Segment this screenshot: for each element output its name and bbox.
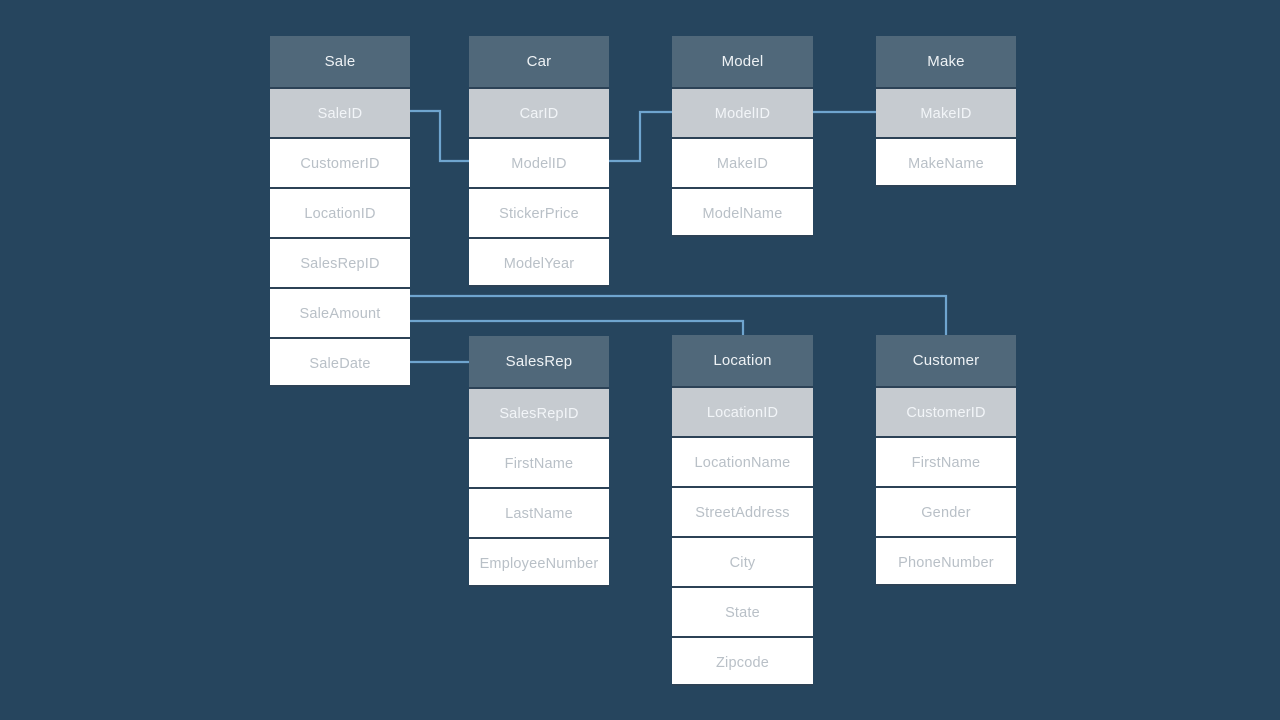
field-location-streetaddress[interactable]: StreetAddress [672, 486, 813, 536]
field-model-modelname[interactable]: ModelName [672, 187, 813, 237]
field-sale-saledate[interactable]: SaleDate [270, 337, 410, 387]
entity-title-car: Car [469, 36, 609, 87]
entity-title-sale: Sale [270, 36, 410, 87]
field-salesrep-lastname[interactable]: LastName [469, 487, 609, 537]
field-car-modelid[interactable]: ModelID [469, 137, 609, 187]
entity-title-customer: Customer [876, 335, 1016, 386]
field-customer-gender[interactable]: Gender [876, 486, 1016, 536]
field-sale-saleamount[interactable]: SaleAmount [270, 287, 410, 337]
field-sale-salesrepid[interactable]: SalesRepID [270, 237, 410, 287]
entity-title-salesrep: SalesRep [469, 336, 609, 387]
field-customer-phonenumber[interactable]: PhoneNumber [876, 536, 1016, 586]
field-car-modelyear[interactable]: ModelYear [469, 237, 609, 287]
entity-title-location: Location [672, 335, 813, 386]
connector-model-to-car [607, 110, 674, 163]
field-model-modelid[interactable]: ModelID [672, 87, 813, 137]
field-salesrep-salesrepid[interactable]: SalesRepID [469, 387, 609, 437]
field-salesrep-employeenumber[interactable]: EmployeeNumber [469, 537, 609, 587]
field-customer-firstname[interactable]: FirstName [876, 436, 1016, 486]
field-customer-customerid[interactable]: CustomerID [876, 386, 1016, 436]
field-sale-saleid[interactable]: SaleID [270, 87, 410, 137]
field-sale-locationid[interactable]: LocationID [270, 187, 410, 237]
field-location-locationid[interactable]: LocationID [672, 386, 813, 436]
field-car-stickerprice[interactable]: StickerPrice [469, 187, 609, 237]
field-location-locationname[interactable]: LocationName [672, 436, 813, 486]
field-make-makeid[interactable]: MakeID [876, 87, 1016, 137]
connector-sale-locationid-to-location [408, 319, 745, 337]
field-sale-customerid[interactable]: CustomerID [270, 137, 410, 187]
field-model-makeid[interactable]: MakeID [672, 137, 813, 187]
entity-title-model: Model [672, 36, 813, 87]
entity-title-make: Make [876, 36, 1016, 87]
field-location-city[interactable]: City [672, 536, 813, 586]
field-salesrep-firstname[interactable]: FirstName [469, 437, 609, 487]
field-car-carid[interactable]: CarID [469, 87, 609, 137]
connector-car-model-to-sale-saleid [408, 109, 471, 163]
field-location-zipcode[interactable]: Zipcode [672, 636, 813, 686]
field-location-state[interactable]: State [672, 586, 813, 636]
connector-sale-customerid-to-customer [408, 294, 948, 337]
field-make-makename[interactable]: MakeName [876, 137, 1016, 187]
